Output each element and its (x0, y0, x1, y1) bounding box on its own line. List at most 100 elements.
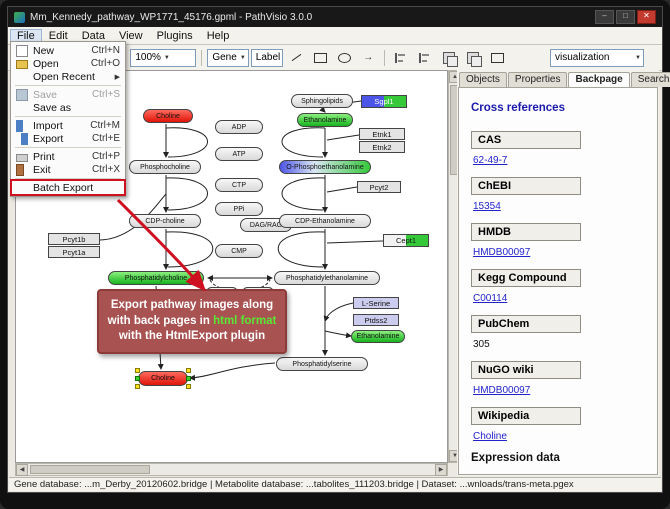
tab-search[interactable]: Search (630, 72, 670, 87)
oval-tool-button[interactable] (333, 47, 355, 69)
group-button[interactable] (486, 47, 508, 69)
menu-item-label: Save (33, 88, 57, 101)
menu-item-shortcut: Ctrl+P (91, 151, 120, 162)
pathway-node-cmp[interactable]: CMP (215, 244, 263, 258)
maximize-button[interactable]: □ (616, 10, 635, 24)
selection-handle[interactable] (186, 384, 191, 389)
line-tool-button[interactable] (285, 47, 307, 69)
align-left-icon (394, 52, 408, 63)
zoom-select[interactable]: 100%▼ (130, 48, 197, 67)
xref-link[interactable]: 15354 (473, 201, 501, 212)
cross-references-heading: Cross references (471, 102, 565, 114)
label-tool-button[interactable]: Label (250, 48, 284, 67)
menu-item-shortcut: Ctrl+M (90, 120, 120, 131)
oval-icon (337, 52, 351, 63)
file-menu-item-batch-export[interactable]: Batch Export (10, 179, 126, 196)
tab-objects[interactable]: Objects (459, 72, 507, 87)
pathway-node-pcyt2[interactable]: Pcyt2 (357, 181, 401, 193)
pathway-node-sphingolipids[interactable]: Sphingolipids (291, 94, 353, 108)
pathway-node-cdp-choline[interactable]: CDP-choline (129, 214, 201, 228)
pathway-node-ctp[interactable]: CTP (215, 178, 263, 192)
pathway-node-ptdss2[interactable]: Ptdss2 (353, 314, 399, 326)
file-menu-item-save[interactable]: Save Ctrl+S (12, 88, 124, 101)
selection-handle[interactable] (135, 368, 140, 373)
menu-item-label: Save as (33, 101, 71, 114)
tab-backpage[interactable]: Backpage (568, 72, 630, 87)
pathway-node-etnk2[interactable]: Etnk2 (359, 141, 405, 153)
menu-edit[interactable]: Edit (48, 29, 68, 42)
xref-section-title: PubChem (471, 315, 581, 333)
file-menu-item-open-recent[interactable]: Open Recent ▶ (12, 70, 124, 83)
menu-item-label: Export (33, 132, 64, 145)
pathway-node-pcyt1a[interactable]: Pcyt1a (48, 246, 100, 258)
menu-item-label: Exit (33, 163, 51, 176)
pathway-node-etnk1[interactable]: Etnk1 (359, 128, 405, 140)
link-anchor-handle[interactable] (186, 375, 191, 381)
pathway-node-adp[interactable]: ADP (215, 120, 263, 134)
submenu-arrow-icon: ▶ (114, 73, 120, 81)
pathway-node-phosphocholine[interactable]: Phosphocholine (129, 160, 201, 174)
scrollbar-thumb[interactable] (30, 465, 150, 474)
align-left-button[interactable] (390, 47, 412, 69)
menu-item-shortcut: Ctrl+N (91, 45, 120, 56)
menu-help[interactable]: Help (206, 29, 230, 42)
window-title: Mm_Kennedy_pathway_WP1771_45176.gpml - P… (30, 11, 313, 23)
pathway-node-phosphatidylserine[interactable]: Phosphatidylserine (276, 357, 368, 371)
menu-item-shortcut: Ctrl+S (91, 89, 120, 100)
visualization-select[interactable]: visualization▼ (550, 48, 644, 67)
menu-item-label: Open Recent (33, 70, 95, 83)
minimize-button[interactable]: – (595, 10, 614, 24)
tab-properties[interactable]: Properties (507, 72, 568, 87)
pathway-node-choline[interactable]: Choline (138, 371, 188, 386)
selection-handle[interactable] (186, 368, 191, 373)
pathway-node-ppi[interactable]: PPi (215, 202, 263, 216)
close-button[interactable]: ✕ (637, 10, 656, 24)
xref-link[interactable]: HMDB00097 (473, 385, 531, 396)
visualization-value: visualization (555, 52, 610, 63)
arrow-icon: → (363, 51, 374, 63)
pathway-node-pcyt1b[interactable]: Pcyt1b (48, 233, 100, 245)
menu-plugins[interactable]: Plugins (156, 29, 193, 42)
blank-icon (16, 71, 28, 83)
rectangle-tool-button[interactable] (309, 47, 331, 69)
scroll-right-button[interactable]: ▶ (435, 464, 447, 476)
selection-handle[interactable] (135, 384, 140, 389)
pathway-node-cdp-ethanolamine[interactable]: CDP-Ethanolamine (279, 214, 371, 228)
pathway-node-cept1[interactable]: Cept1 (383, 234, 429, 247)
menu-separator (15, 116, 121, 117)
menu-file[interactable]: File (10, 28, 42, 43)
pathway-node-choline[interactable]: Choline (143, 109, 193, 123)
status-text: Gene database: ...m_Derby_20120602.bridg… (14, 479, 574, 490)
xref-link[interactable]: 62-49-7 (473, 155, 508, 166)
xref-link[interactable]: HMDB00097 (473, 247, 531, 258)
pathway-node-l-serine[interactable]: L-Serine (353, 297, 399, 309)
xref-link[interactable]: Choline (473, 431, 507, 442)
xref-link[interactable]: C00114 (473, 293, 508, 304)
file-menu-item-save-as[interactable]: Save as (12, 101, 124, 114)
pathway-node-ethanolamine[interactable]: Ethanolamine (351, 330, 405, 343)
pathway-node-sgpl1[interactable]: Sgpl1 (361, 95, 407, 108)
canvas-horizontal-scrollbar[interactable]: ◀ ▶ (15, 463, 448, 476)
connector-tool-button[interactable]: → (357, 47, 379, 69)
menu-data[interactable]: Data (81, 29, 105, 42)
pathway-node-phosphatidylethanolamine[interactable]: Phosphatidylethanolamine (274, 271, 380, 285)
align-center-button[interactable] (414, 47, 436, 69)
pathway-node-o-phosphoethanolamine[interactable]: O-Phosphoethanolamine (279, 160, 371, 174)
stack-vertical-button[interactable] (438, 47, 460, 69)
link-anchor-handle[interactable] (135, 375, 140, 381)
menu-view[interactable]: View (118, 29, 143, 42)
scroll-left-button[interactable]: ◀ (16, 464, 28, 476)
pathway-node-phosphatidylcholine[interactable]: Phosphatidylcholine (108, 271, 204, 285)
datanode-type-select[interactable]: Gene▼ (207, 48, 249, 67)
stack-horizontal-button[interactable] (462, 47, 484, 69)
pathway-node-atp[interactable]: ATP (215, 147, 263, 161)
pathway-node-ethanolamine[interactable]: Ethanolamine (297, 113, 353, 127)
